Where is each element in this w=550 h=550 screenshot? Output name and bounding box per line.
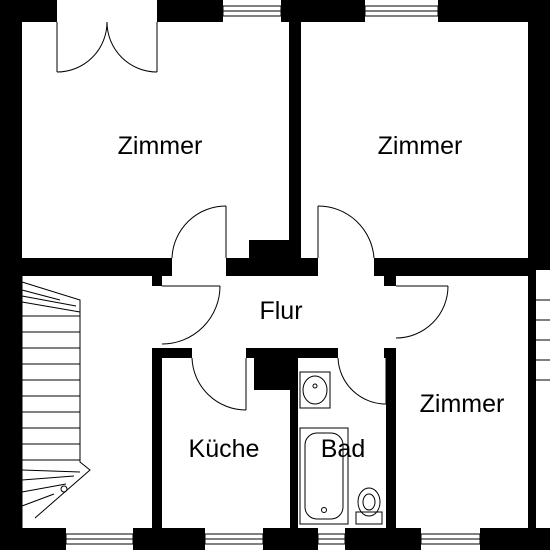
exterior-wall-bottom-mid-left: [133, 528, 205, 550]
stair-arrow-marker: [60, 485, 68, 493]
door-bad: [337, 357, 387, 405]
door-kueche: [191, 357, 247, 411]
window-bottom-bad: [317, 533, 346, 545]
wall-kueche-left: [152, 348, 162, 528]
windows: [65, 5, 550, 545]
window-bottom-kueche: [204, 533, 264, 545]
room-label-zimmer-top-right: Zimmer: [378, 132, 463, 160]
exterior-wall-left: [0, 0, 22, 550]
exterior-wall-top-right: [438, 0, 550, 22]
stair-handrail: [21, 281, 91, 519]
exterior-wall-bottom-mid: [263, 528, 318, 550]
room-label-zimmer-right: Zimmer: [420, 390, 505, 418]
wall-stair-post-top: [152, 276, 162, 286]
window-bottom-stair: [65, 533, 134, 545]
window-top-zimmer-left: [222, 5, 282, 17]
exterior-wall-right-upper: [528, 0, 550, 270]
wall-chimney-bottom: [254, 358, 290, 390]
door-zimmer-top-right: [317, 205, 375, 259]
room-labels: Zimmer Zimmer Flur Zimmer Küche Bad: [118, 132, 505, 463]
bathtub-icon: [299, 427, 349, 525]
room-label-zimmer-top-left: Zimmer: [118, 132, 203, 160]
wall-horizontal-right: [374, 258, 528, 276]
exterior-wall-bottom-left: [0, 528, 66, 550]
exterior-wall-bottom-right: [480, 528, 550, 550]
wall-kueche-bad: [290, 348, 298, 528]
bathroom-fixtures: [299, 371, 383, 525]
window-right-side: [536, 299, 550, 381]
room-label-bad: Bad: [321, 435, 365, 463]
room-label-kueche: Küche: [189, 435, 260, 463]
door-zimmer-top-left: [171, 205, 227, 259]
exterior-wall-top-mid: [281, 0, 365, 22]
door-balcony-double: [56, 21, 158, 73]
door-stair: [161, 285, 221, 345]
exterior-wall-right-lower: [528, 270, 536, 550]
staircase: [21, 276, 91, 528]
wall-horizontal-mid: [226, 258, 318, 276]
toilet-icon: [355, 487, 383, 525]
door-zimmer-right: [395, 285, 449, 339]
window-top-zimmer-right: [364, 5, 439, 17]
wall-flur-bottom-left: [152, 348, 192, 358]
sink-icon: [299, 371, 331, 409]
wall-right-room-top-stub: [384, 276, 396, 286]
wall-between-top-rooms: [289, 22, 301, 262]
wall-horizontal-left: [22, 258, 172, 276]
interior-walls: [22, 22, 528, 528]
room-label-flur: Flur: [259, 297, 302, 325]
exterior-wall-top-mid-left: [157, 0, 223, 22]
exterior-wall-bottom-mid-right: [345, 528, 421, 550]
doors: [56, 21, 449, 411]
wall-bad-right: [386, 348, 396, 528]
window-bottom-zimmer-right: [420, 533, 481, 545]
